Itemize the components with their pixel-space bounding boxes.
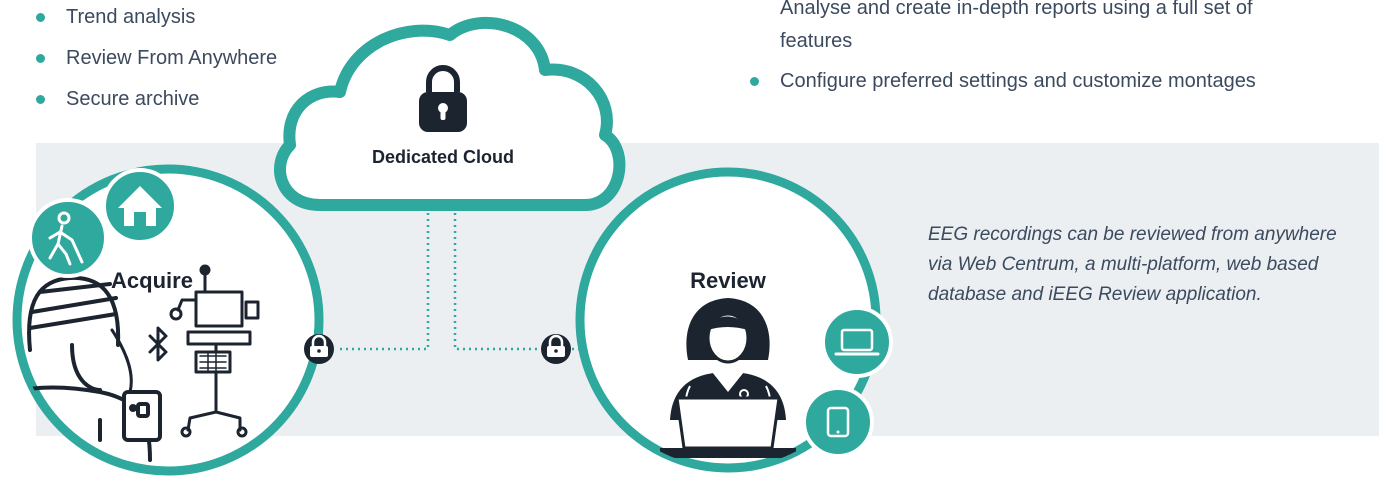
list-item: Analyse and create in-depth reports usin… xyxy=(750,0,1350,58)
lock-icon xyxy=(419,65,467,132)
list-item-text-continued: features xyxy=(780,30,853,52)
connection-lines xyxy=(300,195,592,351)
cloud-label: Dedicated Cloud xyxy=(372,147,514,167)
home-icon xyxy=(102,168,178,244)
list-item: Review From Anywhere xyxy=(36,46,277,87)
list-item-text: Trend analysis xyxy=(66,6,196,28)
list-item-text: Review From Anywhere xyxy=(66,47,278,69)
list-item-text: Analyse and create in-depth reports usin… xyxy=(780,0,1253,19)
acquire-label: Acquire xyxy=(111,268,193,293)
list-item: Secure archive xyxy=(36,87,277,128)
review-node: Review xyxy=(575,167,881,473)
bullet-dot xyxy=(36,13,45,22)
bullet-dot xyxy=(36,95,45,104)
list-item-text: Configure preferred settings and customi… xyxy=(780,70,1256,92)
portable-amplifier-icon xyxy=(122,390,162,442)
walking-person-icon xyxy=(28,198,108,278)
connection-lock-left xyxy=(304,334,334,364)
connection-lock-right xyxy=(541,334,571,364)
tablet-icon xyxy=(802,386,874,458)
bullet-dot xyxy=(36,54,45,63)
clinician-with-laptop-icon xyxy=(660,298,796,458)
eeg-cart-icon xyxy=(169,264,260,438)
bluetooth-icon xyxy=(148,326,168,362)
left-feature-list: Trend analysis Review From Anywhere Secu… xyxy=(36,5,277,128)
list-item-text: Secure archive xyxy=(66,88,200,110)
list-item: Trend analysis xyxy=(36,5,277,46)
list-item: Configure preferred settings and customi… xyxy=(750,65,1350,98)
laptop-icon xyxy=(821,306,893,378)
bullet-dot xyxy=(750,77,759,86)
review-description: EEG recordings can be reviewed from anyw… xyxy=(928,224,1337,305)
review-label: Review xyxy=(690,268,767,293)
right-feature-list: Analyse and create in-depth reports usin… xyxy=(750,0,1350,98)
